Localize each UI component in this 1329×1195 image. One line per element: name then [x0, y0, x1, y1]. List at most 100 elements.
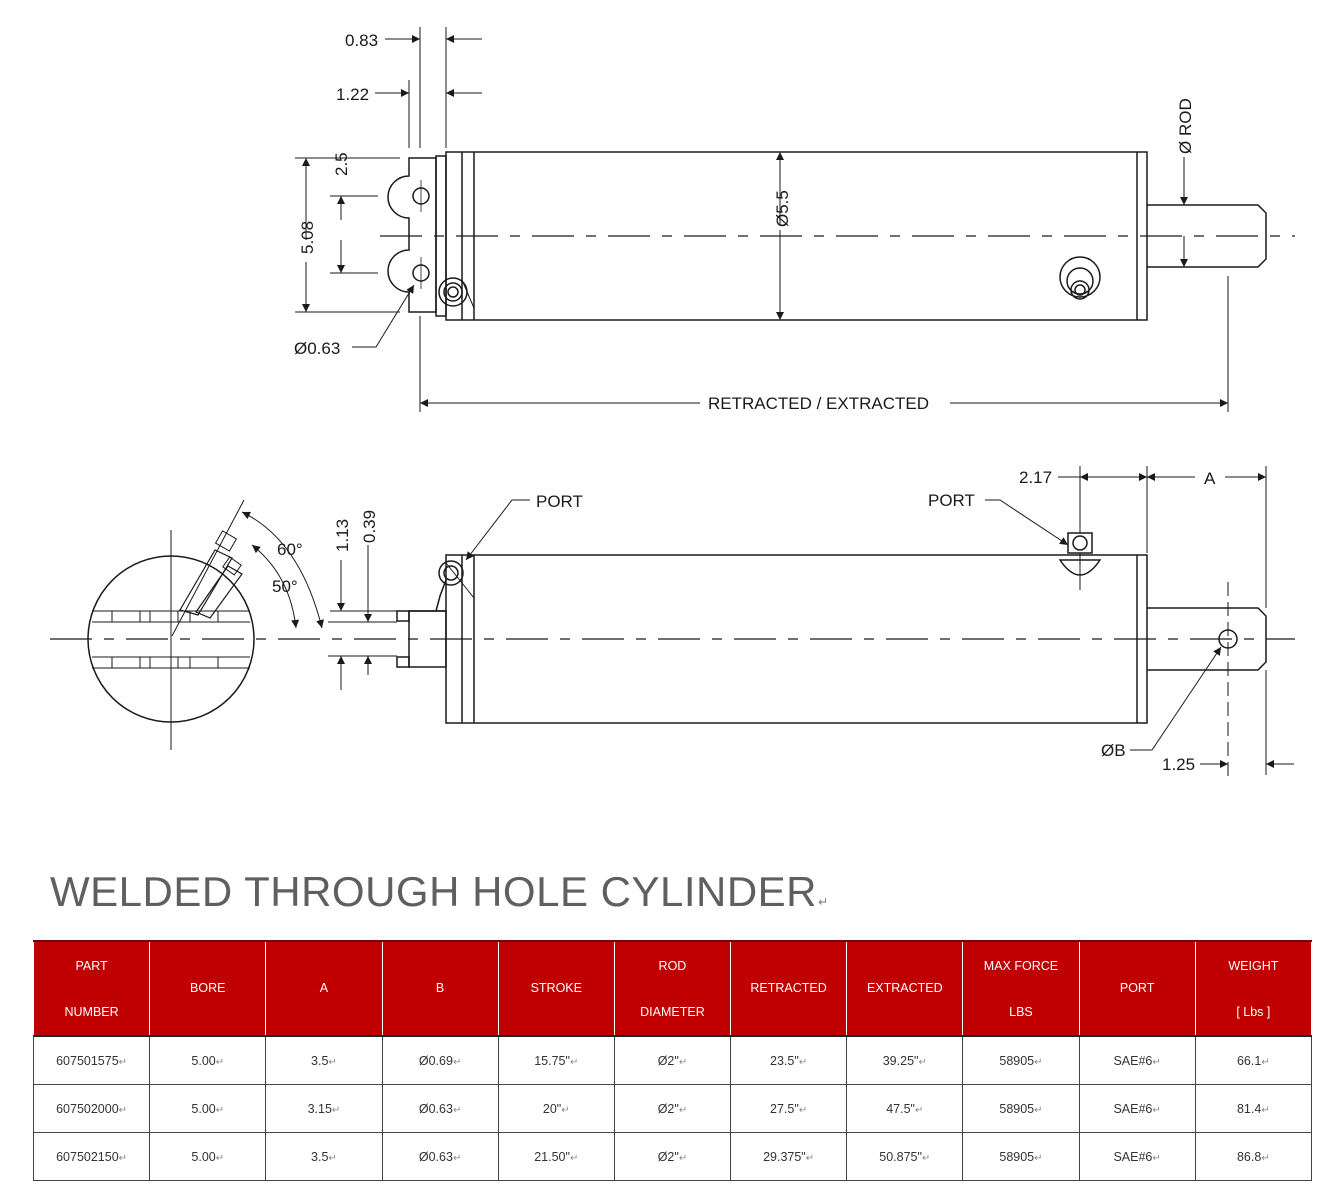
table-cell-value: 3.5	[311, 1053, 329, 1068]
table-cell: SAE#6↵	[1078, 1084, 1196, 1133]
port-right-label: PORT	[928, 491, 975, 510]
angle-50-label: 50°	[272, 577, 298, 596]
paragraph-mark-icon: ↵	[678, 1152, 688, 1164]
column-header-line1: PART	[75, 958, 108, 973]
dim-a-label: A	[1204, 469, 1216, 488]
table-cell-value: 607502150	[56, 1149, 119, 1164]
paragraph-mark-icon: ↵	[569, 1056, 579, 1068]
table-row: 607502150↵5.00↵3.5↵Ø0.63↵21.50"↵Ø2"↵29.3…	[32, 1132, 1313, 1181]
paragraph-mark-icon: ↵	[452, 1152, 462, 1164]
column-header-line1: B	[435, 981, 445, 995]
table-cell-value: 27.5"	[770, 1101, 799, 1116]
table-cell-value: Ø2"	[657, 1101, 679, 1116]
paragraph-mark-icon: ↵	[118, 1104, 128, 1116]
paragraph-mark-icon: ↵	[798, 1056, 808, 1068]
paragraph-mark-icon: ↵	[1261, 1104, 1270, 1116]
paragraph-mark-icon: ↵	[561, 1104, 570, 1116]
table-cell-value: 58905	[999, 1053, 1035, 1068]
paragraph-mark-icon: ↵	[215, 1152, 225, 1164]
column-header: B	[381, 940, 499, 1037]
paragraph-mark-icon: ↵	[328, 1152, 337, 1164]
paragraph-mark-icon: ↵	[1034, 1104, 1043, 1116]
column-header: A	[265, 940, 383, 1037]
table-cell-value: Ø2"	[657, 1053, 679, 1068]
paragraph-mark-icon: ↵	[914, 1104, 924, 1116]
table-cell: 607501575↵	[32, 1035, 151, 1085]
table-row: 607501575↵5.00↵3.5↵Ø0.69↵15.75"↵Ø2"↵23.5…	[32, 1035, 1313, 1085]
table-cell: Ø2"↵	[613, 1132, 732, 1181]
side-view	[50, 466, 1295, 776]
table-cell-value: 47.5"	[886, 1101, 915, 1116]
dim-length-label: RETRACTED / EXTRACTED	[708, 394, 929, 413]
table-cell: 3.5↵	[265, 1035, 383, 1085]
table-cell-value: Ø0.63	[418, 1149, 453, 1164]
table-cell-value: Ø0.69	[418, 1053, 453, 1068]
paragraph-mark-icon: ↵	[1261, 1152, 1270, 1164]
table-cell: 607502000↵	[32, 1084, 151, 1133]
table-cell: 47.5"↵	[846, 1084, 964, 1133]
dim-rod-diameter-label: Ø ROD	[1176, 98, 1195, 154]
paragraph-mark-icon: ↵	[215, 1104, 225, 1116]
column-header-line1: EXTRACTED	[866, 981, 943, 995]
table-cell-value: Ø2"	[657, 1149, 679, 1164]
paragraph-mark-icon: ↵	[1034, 1056, 1043, 1068]
table-cell-value: 39.25"	[882, 1053, 919, 1068]
table-cell: 23.5"↵	[730, 1035, 848, 1085]
port-left-label: PORT	[536, 492, 583, 511]
top-view	[295, 27, 1295, 412]
column-header-line1: PORT	[1119, 981, 1155, 995]
paragraph-mark-icon: ↵	[1261, 1056, 1270, 1068]
column-header-line2: DIAMETER	[640, 1004, 705, 1019]
table-cell-value: 5.00	[191, 1101, 216, 1116]
table-cell-value: 607502000	[56, 1101, 119, 1116]
dim-0-83-label: 0.83	[345, 31, 378, 50]
table-cell-value: 15.75"	[534, 1053, 570, 1068]
table-cell-value: 58905	[999, 1101, 1035, 1116]
paragraph-mark-icon: ↵	[1152, 1104, 1161, 1116]
port-angle-detail	[87, 499, 324, 750]
dim-5-08-label: 5.08	[298, 221, 317, 254]
paragraph-mark-icon: ↵	[918, 1056, 927, 1068]
cylinder-technical-drawing: 0.83 1.22 2.5 5.08 Ø5.5 Ø ROD Ø0.63 RETR…	[50, 27, 1295, 776]
table-cell: 58905↵	[962, 1084, 1080, 1133]
table-cell: 66.1↵	[1194, 1035, 1313, 1085]
table-cell-value: 3.15	[307, 1101, 332, 1116]
table-cell: 5.00↵	[149, 1132, 267, 1181]
column-header: WEIGHT[ Lbs ]	[1194, 940, 1313, 1037]
table-cell: 15.75"↵	[497, 1035, 615, 1085]
table-cell: SAE#6↵	[1078, 1132, 1196, 1181]
table-cell-value: SAE#6	[1113, 1053, 1153, 1068]
table-cell: 58905↵	[962, 1035, 1080, 1085]
paragraph-mark-icon: ↵	[1034, 1152, 1043, 1164]
table-cell: 3.15↵	[265, 1084, 383, 1133]
table-cell: Ø0.63↵	[381, 1132, 499, 1181]
paragraph-mark-icon: ↵	[452, 1104, 462, 1116]
paragraph-mark-icon: ↵	[798, 1104, 808, 1116]
table-cell-value: 58905	[999, 1149, 1035, 1164]
table-cell: Ø0.69↵	[381, 1035, 499, 1085]
column-header: STROKE	[497, 940, 615, 1037]
table-cell: 21.50"↵	[497, 1132, 615, 1181]
table-body: 607501575↵5.00↵3.5↵Ø0.69↵15.75"↵Ø2"↵23.5…	[32, 1035, 1313, 1181]
column-header: PORT	[1078, 940, 1196, 1037]
table-cell-value: SAE#6	[1113, 1101, 1153, 1116]
table-cell: 81.4↵	[1194, 1084, 1313, 1133]
table-cell: Ø2"↵	[613, 1084, 732, 1133]
column-header-line1: WEIGHT	[1228, 958, 1279, 973]
table-cell: 607502150↵	[32, 1132, 151, 1181]
dim-2-5-label: 2.5	[332, 152, 351, 176]
table-cell: Ø0.63↵	[381, 1084, 499, 1133]
table-cell-value: 23.5"	[770, 1053, 799, 1068]
table-cell-value: 3.5	[311, 1149, 329, 1164]
table-cell: Ø2"↵	[613, 1035, 732, 1085]
table-cell: 86.8↵	[1194, 1132, 1313, 1181]
column-header-line1: STROKE	[530, 981, 582, 995]
paragraph-mark-icon: ↵	[118, 1152, 128, 1164]
column-header-line1: A	[319, 981, 329, 995]
paragraph-mark-icon: ↵	[678, 1056, 688, 1068]
table-cell: 3.5↵	[265, 1132, 383, 1181]
table-cell: 20"↵	[497, 1084, 615, 1133]
column-header: EXTRACTED	[846, 940, 964, 1037]
